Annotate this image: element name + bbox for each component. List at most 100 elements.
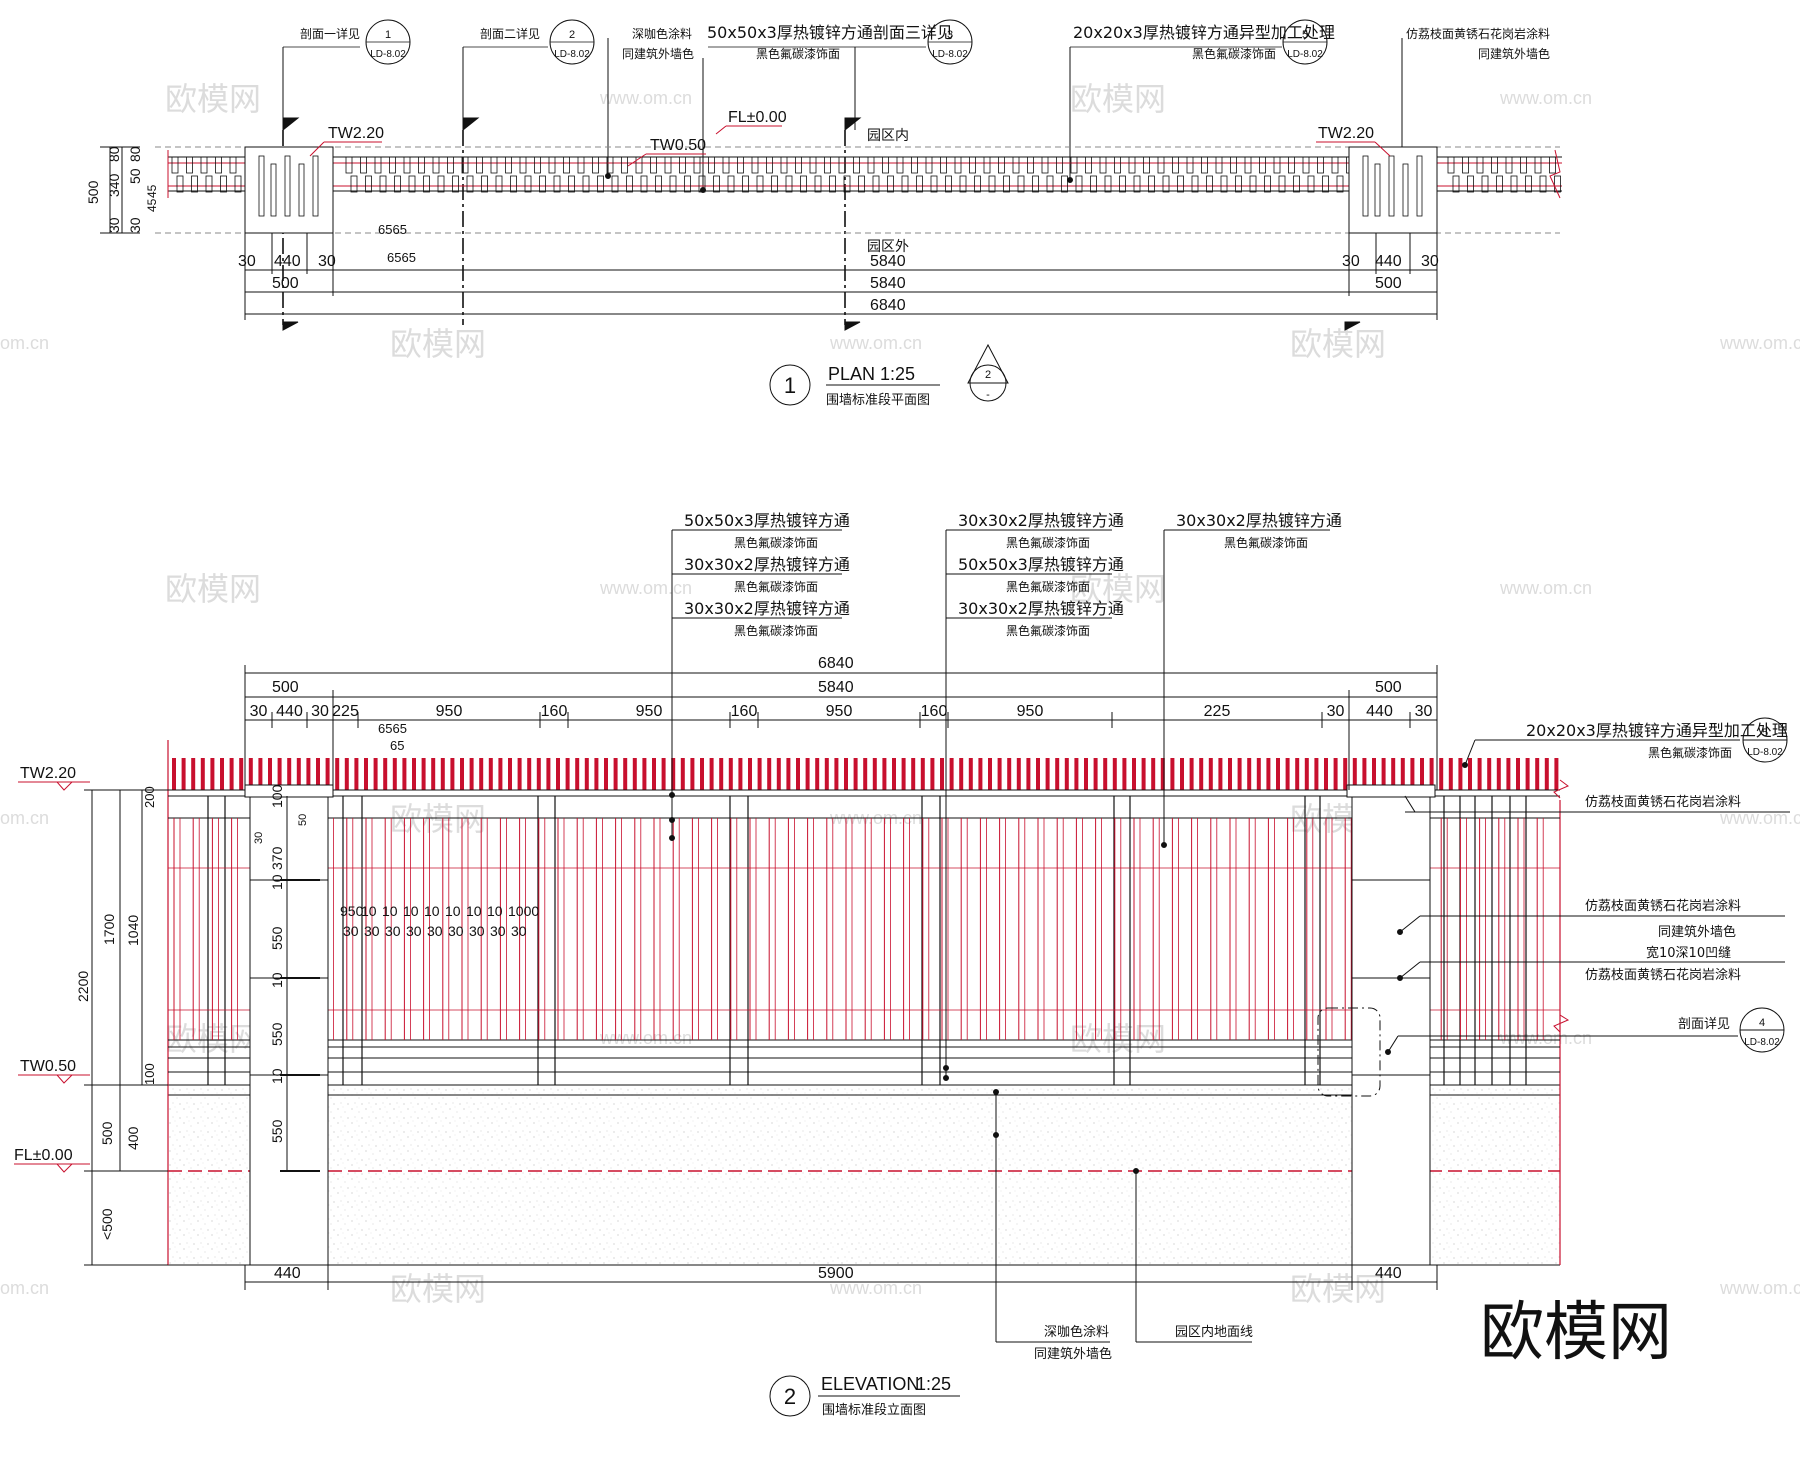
plan-picket	[974, 175, 981, 193]
top-picket	[1295, 758, 1300, 790]
dim-text: 10	[269, 874, 285, 890]
top-picket	[1468, 758, 1472, 790]
top-picket	[373, 758, 378, 790]
pilaster-slot	[1388, 155, 1395, 217]
top-picket	[1141, 758, 1146, 790]
watermark-url: www.om.cn	[599, 88, 692, 108]
top-picket	[1170, 758, 1175, 790]
plan-picket	[360, 156, 367, 174]
note-text: 剖面详见	[1678, 1017, 1730, 1032]
top-picket	[1554, 758, 1559, 790]
top-picket	[354, 758, 359, 790]
top-picket	[805, 758, 810, 790]
top-picket	[834, 758, 839, 790]
top-picket	[1448, 758, 1453, 790]
top-picket	[1525, 758, 1530, 790]
top-picket	[738, 758, 743, 790]
top-picket	[863, 758, 868, 790]
watermark-url: www.om.cn	[599, 1028, 692, 1048]
plan-picket	[1027, 156, 1034, 174]
dim-text: 225	[1204, 703, 1231, 720]
dim-text: 5900	[818, 1265, 854, 1282]
plan-picket	[1003, 175, 1010, 193]
plan-picket	[186, 156, 193, 174]
title-num: 1	[784, 373, 796, 398]
plan-picket	[524, 175, 532, 193]
top-picket	[700, 758, 704, 790]
plan-picket	[1331, 156, 1339, 174]
top-picket	[1276, 758, 1280, 790]
plan-picket	[983, 156, 991, 174]
dim-text: 30	[1421, 253, 1439, 270]
callout-ref: LD-8.02	[1747, 747, 1783, 758]
plan-pilaster-left	[258, 155, 319, 217]
plan-picket	[568, 175, 575, 193]
plan-picket	[800, 175, 807, 193]
note-text: 30x30x2厚热镀锌方通	[1176, 511, 1342, 530]
top-picket	[1084, 758, 1088, 790]
top-picket	[1151, 758, 1156, 790]
dim-text: 5840	[870, 275, 906, 292]
callout-num: 2	[569, 29, 575, 41]
top-picket	[1362, 758, 1367, 790]
watermark-url: om.cn	[0, 1278, 49, 1298]
watermark-text: 欧模网	[1070, 80, 1166, 118]
view-title: PLAN 1:25	[828, 364, 915, 384]
dim-text: 30	[250, 703, 268, 720]
pilaster-slot	[270, 163, 277, 217]
dim-text: 10	[361, 903, 377, 919]
level-label: TW2.20	[20, 765, 76, 782]
top-picket	[383, 758, 388, 790]
dim-text: 30	[364, 923, 380, 939]
top-picket	[632, 758, 637, 790]
watermark-text: 欧模网	[165, 80, 261, 118]
post-ticks	[280, 879, 320, 1172]
note-text: 同建筑外墙色	[1034, 1346, 1112, 1362]
note-text: 同建筑外墙色	[1658, 924, 1736, 940]
plan-picket	[829, 175, 836, 193]
plan-picket	[1119, 175, 1126, 193]
dim-text: 950	[636, 703, 663, 720]
note-text: 30x30x2厚热镀锌方通	[958, 511, 1124, 530]
top-picket	[546, 758, 551, 790]
plan-picket	[1186, 156, 1194, 174]
dim-text: 6840	[818, 655, 854, 672]
plan-picket	[1172, 156, 1179, 174]
note-text: 黑色氟碳漆饰面	[1006, 624, 1090, 638]
plan-picket	[1191, 175, 1199, 193]
level-label: TW0.50	[20, 1058, 76, 1075]
plan-picket	[1293, 175, 1300, 193]
section-sub: -	[986, 389, 990, 401]
plan-picket	[655, 175, 662, 193]
plan-picket	[838, 156, 846, 174]
top-picket	[556, 758, 560, 790]
level-label: TW2.20	[328, 125, 384, 142]
plan-picket	[539, 175, 546, 193]
note-text: 仿荔枝面黄锈石花岗岩涂料	[1406, 26, 1550, 41]
top-picket	[1372, 758, 1376, 790]
top-picket	[882, 758, 887, 790]
top-picket	[344, 758, 349, 790]
dim-text: 160	[731, 703, 758, 720]
dim-text: 30	[511, 923, 527, 939]
top-picket	[1410, 758, 1415, 790]
top-picket	[258, 758, 263, 790]
top-picket	[1132, 758, 1136, 790]
top-picket	[364, 758, 368, 790]
note-text: 深咖色涂料	[1044, 1324, 1109, 1340]
dim-text: 160	[541, 703, 568, 720]
top-picket	[479, 758, 484, 790]
top-picket	[392, 758, 397, 790]
top-picket	[1122, 758, 1127, 790]
plan-levels: TW2.20 TW2.20 FL±0.00 TW0.50 园区内 园区外	[309, 109, 1391, 255]
top-picket	[412, 758, 416, 790]
dim-text: 400	[125, 1126, 141, 1150]
dim-text: 500	[85, 180, 101, 204]
top-picket	[1496, 758, 1501, 790]
callout-label: 剖面一详见	[300, 26, 360, 41]
plan-picket	[476, 156, 483, 174]
plan-picket	[664, 156, 672, 174]
plan-picket	[1534, 156, 1542, 174]
plan-picket	[510, 175, 517, 193]
